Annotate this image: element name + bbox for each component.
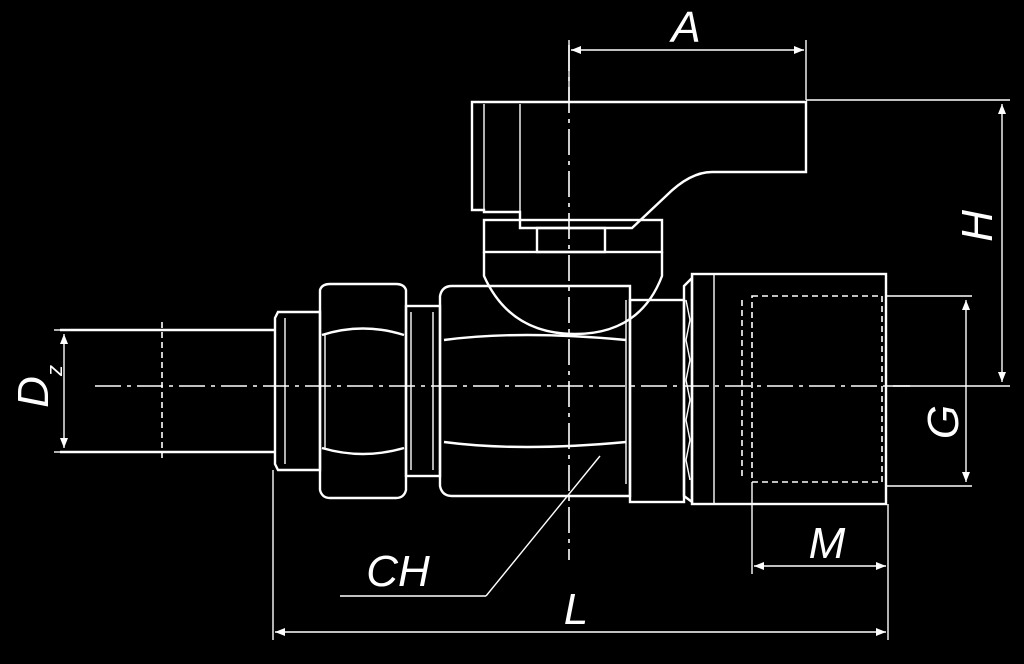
label-CH: CH <box>366 547 430 596</box>
label-L: L <box>564 585 588 634</box>
nut-neck <box>404 304 442 478</box>
leader-line-CH <box>340 455 601 597</box>
knurled-ring <box>682 275 694 505</box>
transition-collar <box>628 298 686 504</box>
label-Dz: D z <box>9 365 67 408</box>
label-Dz-subscript: z <box>42 365 67 377</box>
label-Dz-main: D <box>9 376 58 408</box>
threaded-end <box>690 272 888 506</box>
ball-housing <box>482 218 664 336</box>
handle-lever <box>470 100 808 230</box>
label-M: M <box>809 519 846 568</box>
label-A: A <box>668 3 700 52</box>
extension-lines <box>54 40 1010 640</box>
valve-stem <box>535 226 607 254</box>
hex-nut <box>318 282 408 500</box>
valve-body <box>438 284 632 498</box>
label-H: H <box>953 210 1002 242</box>
compression-sleeve <box>273 310 322 472</box>
pipe <box>60 322 275 460</box>
label-G: G <box>919 405 968 439</box>
